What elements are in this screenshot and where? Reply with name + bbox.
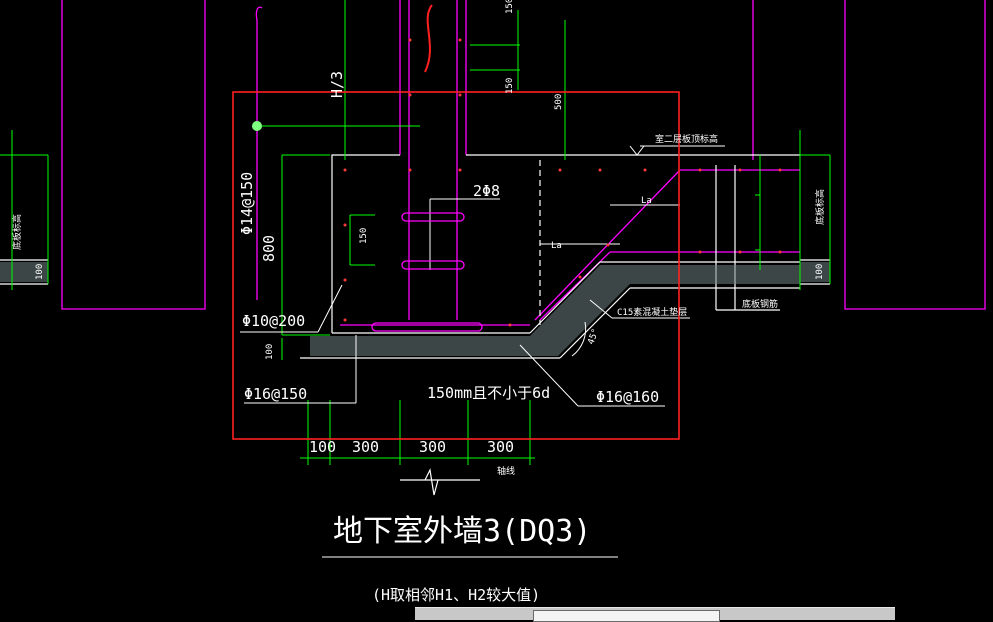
label-150-low: 150 [359,228,369,244]
label-right-floor: 底板标高 [814,189,826,225]
label-stirrup: 2Φ8 [473,182,500,200]
magenta-wall-lines [61,0,986,326]
label-150-mid: 150 [505,78,515,94]
label-floor-level-top: 室二层板顶标高 [655,133,718,145]
stirrup-ovals [371,212,483,332]
label-150-note: 150mm且不小于6d [427,384,550,402]
structure-outline [0,154,830,496]
label-150-top: 150 [505,0,515,14]
label-slab-bottom: 底板钢筋 [742,298,778,310]
label-500: 500 [554,94,564,110]
label-left-floor: 底板标高 [11,214,23,250]
dim-bottom-300-c: 300 [487,438,514,456]
status-bar [415,607,895,622]
command-input-field[interactable] [533,610,720,622]
dim-bottom-300-b: 300 [419,438,446,456]
label-la-lower: La [551,241,562,251]
rebar-dots [343,38,782,327]
label-left-100: 100 [35,264,45,280]
leader-lines [240,145,725,407]
label-axis: 轴线 [497,465,515,477]
insertion-point-marker [252,121,262,131]
title: 地下室外墙3(DQ3) [333,514,591,549]
label-right-100: 100 [815,264,825,280]
dim-bottom-100: 100 [309,438,336,456]
highlight-red-rectangle [232,91,680,440]
dimension-lines [0,0,831,465]
label-thickness-100: 100 [265,344,275,360]
label-c15: C15素混凝土垫层 [617,306,687,318]
label-phi16-150: Φ16@150 [244,385,307,403]
dim-bottom-300-a: 300 [352,438,379,456]
label-phi16-160: Φ16@160 [596,388,659,406]
label-h-over-3: H/3 [328,71,346,98]
label-rebar-bottom-left: Φ10@200 [242,312,305,330]
red-curve [424,4,433,73]
label-la-upper: La [641,196,652,206]
label-rebar-wall: Φ14@150 [238,172,256,235]
label-wall-height: 800 [260,235,278,262]
subtitle: (H取相邻H1、H2较大值) [372,586,540,604]
